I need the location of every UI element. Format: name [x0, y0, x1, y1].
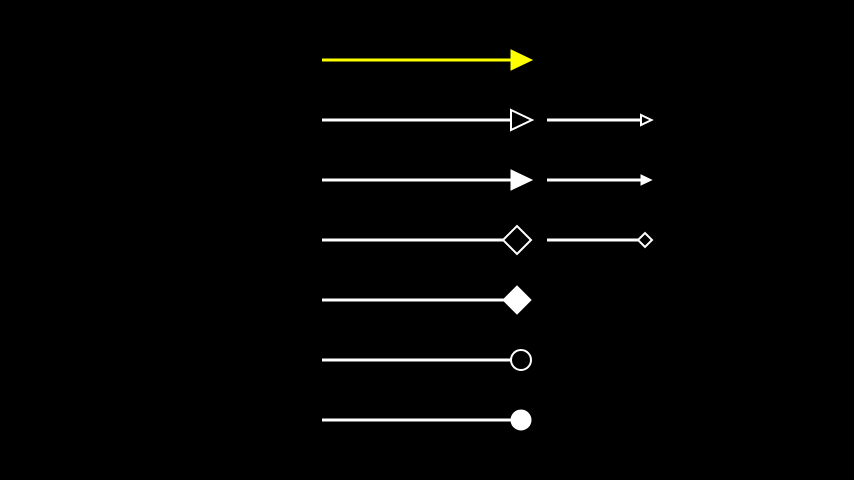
filled-diamond-marker	[502, 285, 532, 315]
open-triangle-marker	[510, 108, 535, 132]
filled-circle-marker	[510, 409, 532, 431]
open-triangle-marker	[640, 113, 654, 127]
open-circle-marker	[510, 349, 532, 371]
open-diamond-marker	[501, 224, 533, 256]
filled-triangle-marker	[640, 174, 653, 186]
filled-triangle-marker	[510, 169, 534, 191]
filled-triangle-marker	[510, 49, 534, 71]
open-diamond-marker	[636, 231, 654, 249]
